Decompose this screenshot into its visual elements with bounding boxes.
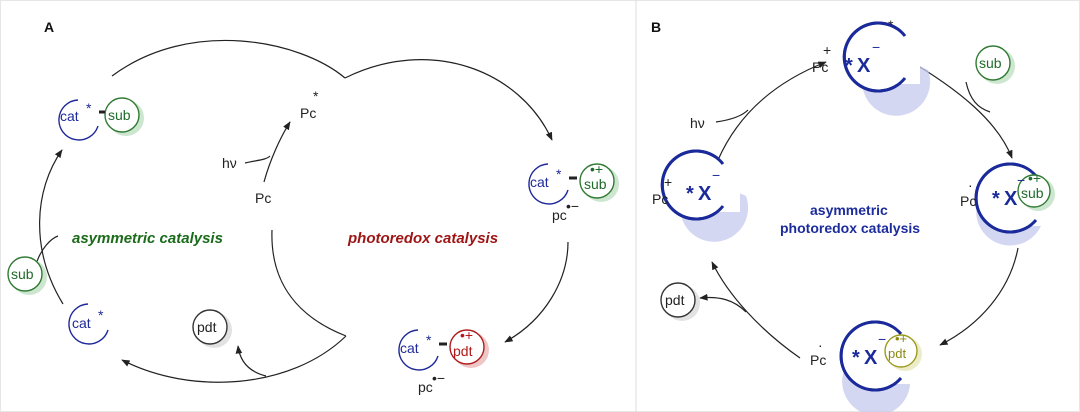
b-complex-top: * X − * <box>842 17 931 116</box>
cat-label-bottom-right: cat <box>400 340 419 356</box>
pc-radical-anion-label-right: pc <box>552 207 567 223</box>
b-title-line2: photoredox catalysis <box>780 220 920 236</box>
cat-star-bottom: * <box>98 307 104 323</box>
b-star-mark-top: * <box>888 17 894 33</box>
b-pc-right-dot: · <box>968 177 973 193</box>
cycle-arrow-bottom-left <box>121 335 347 383</box>
b-pc-left: Pc <box>652 191 668 207</box>
b-pc-top-plus: + <box>823 42 831 58</box>
pc-radical-anion-charge-bottom: •− <box>432 370 445 386</box>
panel-b: B * X − * Pc + sub hν <box>651 17 1055 412</box>
b-minus-top: − <box>872 39 880 55</box>
b-pdt-black-label: pdt <box>665 292 685 308</box>
panel-a-label: A <box>44 19 54 35</box>
pdt-bubble-a: pdt <box>192 309 232 348</box>
sub-label-left: sub <box>11 266 34 282</box>
cat-star-top: * <box>86 100 92 116</box>
pc-radical-anion-charge-right: •− <box>566 198 579 214</box>
pdt-release-arrow <box>235 345 267 377</box>
photoredox-catalysis-title: photoredox catalysis <box>347 230 498 247</box>
sub-bubble-left: sub <box>7 256 47 295</box>
b-pc-bottom: Pc <box>810 352 826 368</box>
cycle-arrow-inner-left <box>271 229 347 337</box>
asymmetric-catalysis-title: asymmetric catalysis <box>72 230 223 247</box>
b-pc-right: Pc <box>960 193 976 209</box>
b-sub-label: sub <box>979 55 1002 71</box>
sub-radical-cation-right: •+ <box>590 161 603 177</box>
pc-star-mark: * <box>313 88 319 104</box>
hv-label-a: hν <box>222 155 237 171</box>
b-pc-left-plus: + <box>664 174 672 190</box>
b-star-top: * <box>845 55 853 77</box>
cat-label-right: cat <box>530 174 549 190</box>
b-hv-label: hν <box>690 115 705 131</box>
pdt-label-red: pdt <box>453 343 473 359</box>
b-star-left: * <box>686 183 694 205</box>
cycle-arrow-top-left <box>111 39 346 79</box>
pc-to-pcstar-arrow <box>263 121 291 183</box>
sub-label-top: sub <box>108 107 131 123</box>
b-title-line1: asymmetric <box>810 202 888 218</box>
pc-star-label: Pc <box>300 105 316 121</box>
b-sub-bubble: sub <box>975 45 1015 84</box>
b-arrow-left-up <box>717 61 827 161</box>
b-complex-bottom: * X − pdt •+ <box>839 320 922 412</box>
cat-pdt-radical-cation-complex: cat * pdt •+ <box>398 327 489 371</box>
cat-free: cat * <box>68 303 109 345</box>
b-x-left: X <box>698 183 712 205</box>
b-complex-right: * X − sub •+ <box>974 162 1055 246</box>
cat-label-top: cat <box>60 108 79 124</box>
b-pdt-radical-cation: •+ <box>895 331 907 346</box>
b-x-bottom: X <box>864 347 878 369</box>
pdt-label-a: pdt <box>197 319 217 335</box>
b-minus-right: − <box>1017 172 1025 188</box>
pc-radical-anion-label-bottom: pc <box>418 379 433 395</box>
pc-label-a: Pc <box>255 190 271 206</box>
b-star-bottom: * <box>852 347 860 369</box>
b-pc-bottom-dot: · <box>818 337 823 353</box>
b-sub-radical-cation: •+ <box>1028 170 1041 186</box>
panel-a: A cat * sub Pc * hν Pc asymmetri <box>7 19 619 395</box>
b-hv-arrow <box>715 109 749 123</box>
cat-star-right: * <box>556 166 562 182</box>
b-sub-entry-arrow <box>965 81 991 113</box>
b-minus-left: − <box>712 167 720 183</box>
b-pdt-bubble: pdt <box>660 282 700 321</box>
b-pdt-release-arrow <box>699 293 747 313</box>
panel-b-label: B <box>651 19 661 35</box>
b-arrow-bottom-left <box>711 261 801 359</box>
cycle-arrow-top-right <box>344 59 553 141</box>
b-arrow-right-down <box>939 247 1019 346</box>
hv-arrow-a <box>244 155 271 164</box>
cycle-arrow-right-down <box>504 241 569 343</box>
b-pdt-label: pdt <box>888 346 906 361</box>
b-sub-label-right: sub <box>1021 185 1044 201</box>
b-complex-left: * X − <box>660 149 749 242</box>
cat-star-bottom-right: * <box>426 332 432 348</box>
cat-label-bottom: cat <box>72 315 91 331</box>
cycle-arrow-left-up <box>39 149 64 305</box>
b-star-right: * <box>992 188 1000 210</box>
sub-label-right: sub <box>584 176 607 192</box>
pdt-radical-cation: •+ <box>460 327 473 343</box>
b-x-top: X <box>857 55 871 77</box>
b-pc-top: Pc <box>812 59 828 75</box>
b-minus-bottom: − <box>878 331 886 347</box>
cat-sub-radical-cation-complex: cat * sub •+ <box>528 161 619 205</box>
b-x-right: X <box>1004 188 1018 210</box>
cat-sub-complex-top: cat * sub <box>58 97 144 141</box>
